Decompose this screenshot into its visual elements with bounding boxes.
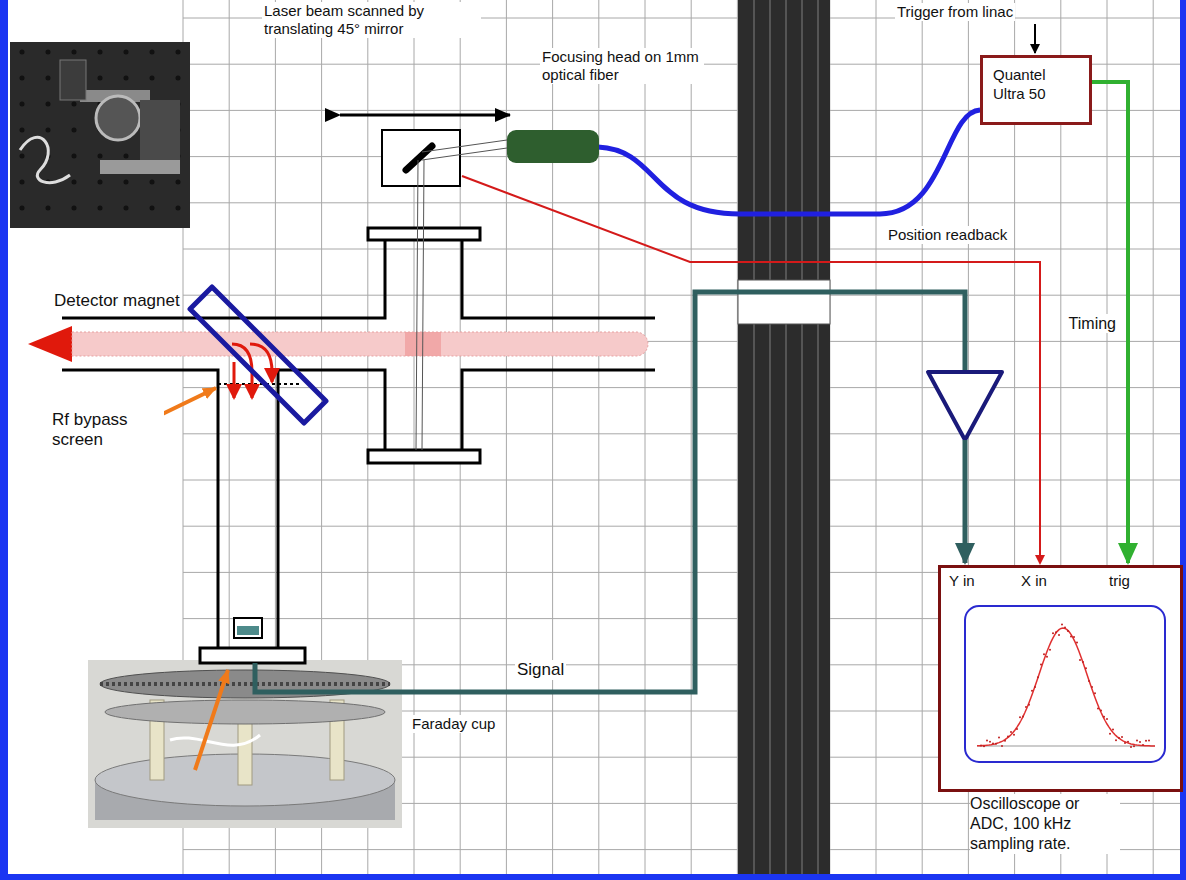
faraday-cup-label: Faraday cup <box>410 715 497 733</box>
signal-label: Signal <box>515 660 566 680</box>
screen-label: Rf bypass screen <box>50 410 164 451</box>
focusing-head-caption: Focusing head on 1mm optical fiber <box>540 48 704 84</box>
oscilloscope-box: Y inX intrigOscilloscope or ADC, 100 kHz… <box>938 565 1183 792</box>
mirror-caption: Laser beam scanned by translating 45° mi… <box>262 2 481 38</box>
port-label: X in <box>1021 572 1047 590</box>
readback-label: Position readback <box>886 226 1009 244</box>
oscilloscope-caption: Oscilloscope or ADC, 100 kHz sampling ra… <box>970 794 1120 854</box>
laser-name: Quantel Ultra 50 <box>993 66 1073 104</box>
port-label: Y in <box>949 572 975 590</box>
port-label: trig <box>1109 572 1130 590</box>
laser-box: Quantel Ultra 50 <box>980 55 1092 125</box>
trigger-label: Trigger from linac <box>895 3 1015 21</box>
scope-screen <box>941 568 1180 789</box>
edge-label: Timing <box>1067 314 1118 333</box>
magnet-label: Detector magnet <box>52 291 182 311</box>
